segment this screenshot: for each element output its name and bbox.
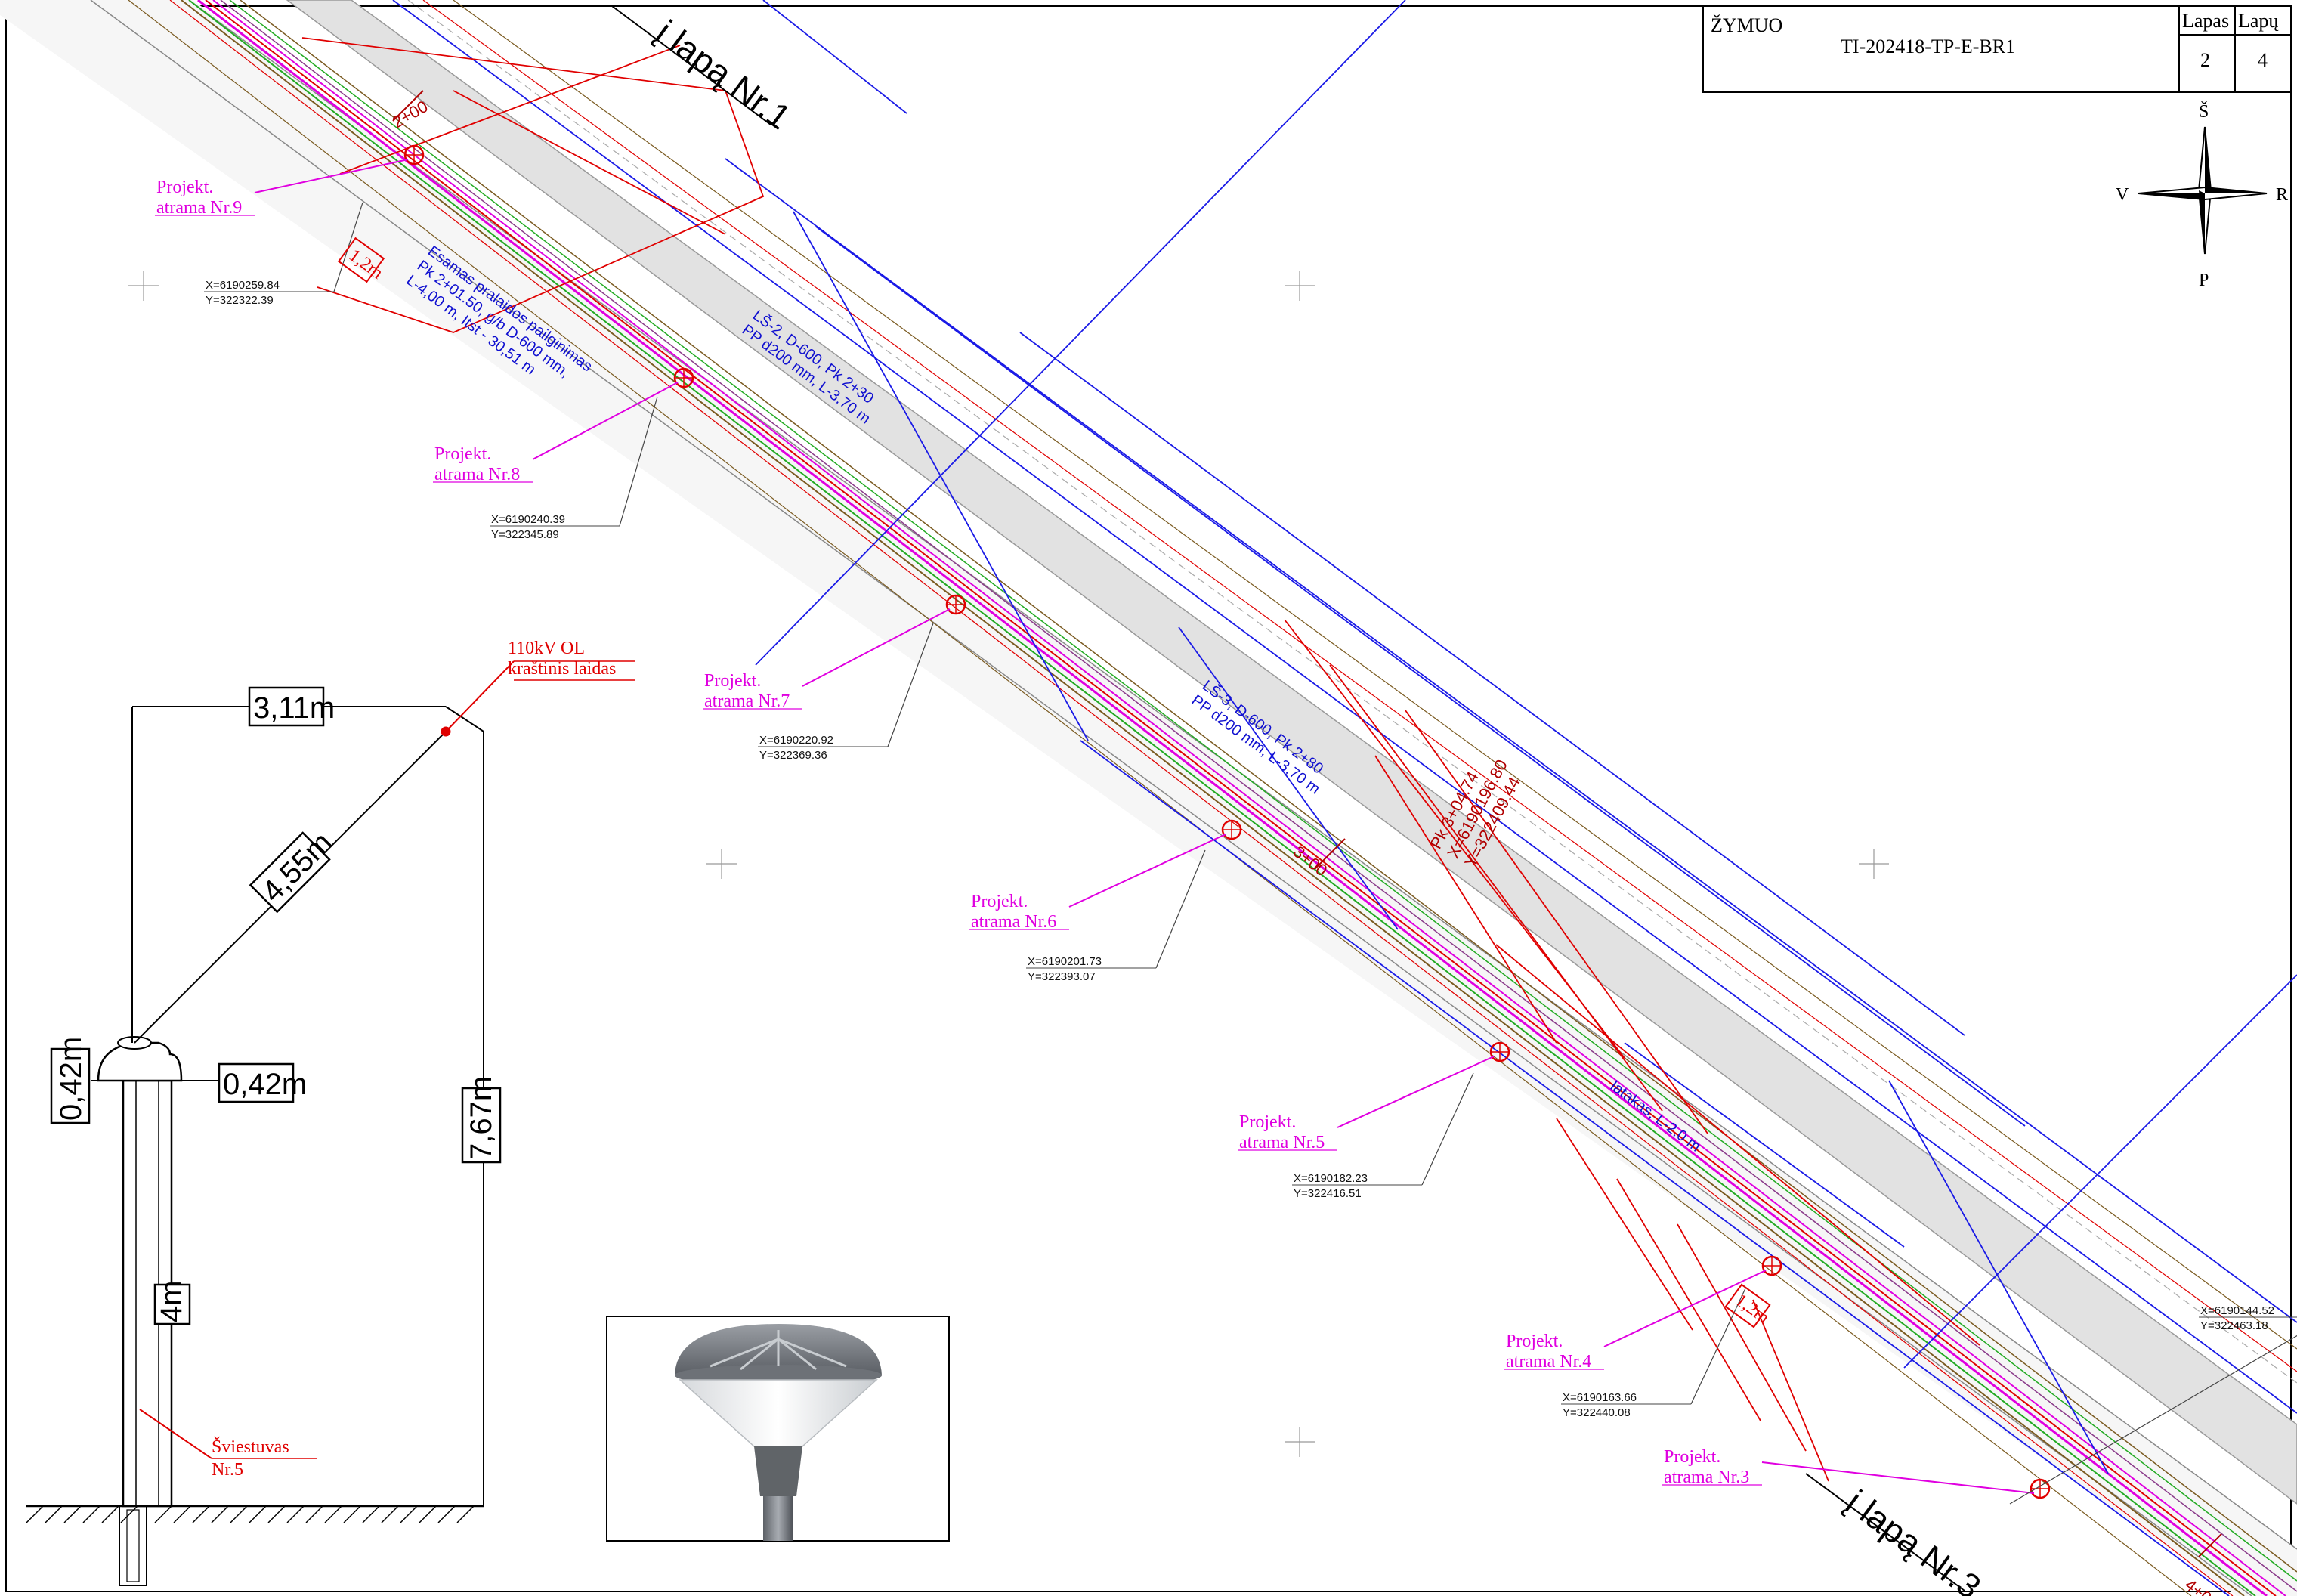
support-5: Projekt.atrama Nr.5X=6190182.23Y=322416.…	[1238, 1041, 1510, 1200]
luminaire-head-icon	[97, 1041, 183, 1082]
lamp-label-line2: Nr.5	[212, 1460, 243, 1480]
red-crossing-lines	[301, 37, 1980, 1482]
support-6: Projekt.atrama Nr.4X=6190163.66Y=322440.…	[1504, 1255, 1782, 1419]
ground-hatch	[26, 1505, 475, 1523]
support-4: Projekt.atrama Nr.6X=6190201.73Y=322393.…	[969, 819, 1242, 983]
dim-head-height: 0,42m	[54, 1037, 88, 1121]
dim-total-height: 7,67m	[465, 1076, 498, 1160]
support-1: Projekt.atrama Nr.9X=6190259.84Y=322322.…	[155, 144, 425, 307]
link-prev-sheet[interactable]: į lapą Nr.1	[649, 12, 798, 137]
support-y-coord: Y=322369.36	[759, 749, 827, 762]
pole-diagram	[26, 660, 635, 1586]
support-label: Projekt.	[1239, 1112, 1296, 1132]
sheet-number: 2	[2200, 49, 2210, 71]
sheet-frame	[5, 5, 2292, 1592]
support-number: atrama Nr.4	[1506, 1352, 1591, 1372]
support-y-coord: Y=322393.07	[1028, 970, 1096, 983]
support-number: atrama Nr.7	[704, 691, 790, 711]
lamp-label-line1: Šviestuvas	[212, 1437, 289, 1457]
support-x-coord: X=6190144.52	[2200, 1304, 2274, 1317]
grid-crosshairs	[128, 271, 1889, 1457]
support-x-coord: X=6190201.73	[1028, 955, 1102, 968]
support-label: Projekt.	[434, 444, 491, 464]
link-next-sheet[interactable]: į lapą Nr.3	[1839, 1482, 1988, 1596]
support-x-coord: X=6190182.23	[1294, 1172, 1368, 1185]
compass-west: V	[2116, 185, 2129, 205]
title-code: TI-202418-TP-E-BR1	[1841, 36, 2015, 57]
support-label: Projekt.	[1506, 1332, 1563, 1351]
support-number: atrama Nr.8	[434, 465, 520, 484]
support-y-coord: Y=322440.08	[1563, 1406, 1631, 1419]
north-arrow-icon: Š P V R	[2116, 101, 2288, 290]
support-label: Projekt.	[156, 178, 213, 197]
support-7: Projekt.atrama Nr.3 X=6190144.52Y=322463.…	[1662, 1304, 2297, 1505]
support-y-coord: Y=322463.18	[2200, 1319, 2268, 1332]
survey-grid	[392, 0, 2297, 1596]
supports-layer: Projekt.atrama Nr.9X=6190259.84Y=322322.…	[155, 144, 2297, 1505]
support-2: Projekt.atrama Nr.8X=6190240.39Y=322345.…	[433, 367, 694, 541]
dim-pole-height: 4m	[155, 1280, 188, 1322]
sheet-header: Lapas	[2182, 10, 2229, 32]
support-x-coord: X=6190259.84	[206, 279, 280, 292]
tag-b: 1,2m	[1732, 1290, 1773, 1328]
support-y-coord: Y=322416.51	[1294, 1187, 1362, 1200]
support-label: Projekt.	[1664, 1447, 1720, 1467]
compass-east: R	[2276, 185, 2288, 205]
sheets-header: Lapų	[2238, 10, 2279, 32]
compass-north: Š	[2199, 101, 2209, 122]
support-y-coord: Y=322322.39	[206, 294, 274, 307]
luminaire-image	[606, 1316, 950, 1542]
compass-south: P	[2199, 271, 2209, 290]
support-label: Projekt.	[971, 892, 1028, 911]
support-x-coord: X=6190220.92	[759, 734, 833, 747]
road-surface	[286, 0, 2297, 1505]
ol-label-line1: 110kV OL	[508, 639, 585, 658]
dim-head-width: 0,42m	[223, 1068, 307, 1101]
title-label: ŽYMUO	[1711, 14, 1782, 36]
title-block: ŽYMUO TI-202418-TP-E-BR1 Lapas Lapų 2 4	[1702, 5, 2292, 93]
ol-label-line2: kraštinis laidas	[508, 659, 616, 679]
dim-top-width: 3,11m	[253, 691, 335, 725]
support-number: atrama Nr.3	[1664, 1468, 1749, 1487]
support-x-coord: X=6190163.66	[1563, 1391, 1637, 1404]
support-number: atrama Nr.5	[1239, 1133, 1325, 1152]
sheets-count: 4	[2258, 49, 2268, 71]
support-number: atrama Nr.9	[156, 198, 242, 218]
support-3: Projekt.atrama Nr.7X=6190220.92Y=322369.…	[703, 594, 966, 762]
support-number: atrama Nr.6	[971, 912, 1056, 932]
support-y-coord: Y=322345.89	[491, 528, 559, 541]
support-label: Projekt.	[704, 671, 761, 691]
support-x-coord: X=6190240.39	[491, 513, 565, 526]
